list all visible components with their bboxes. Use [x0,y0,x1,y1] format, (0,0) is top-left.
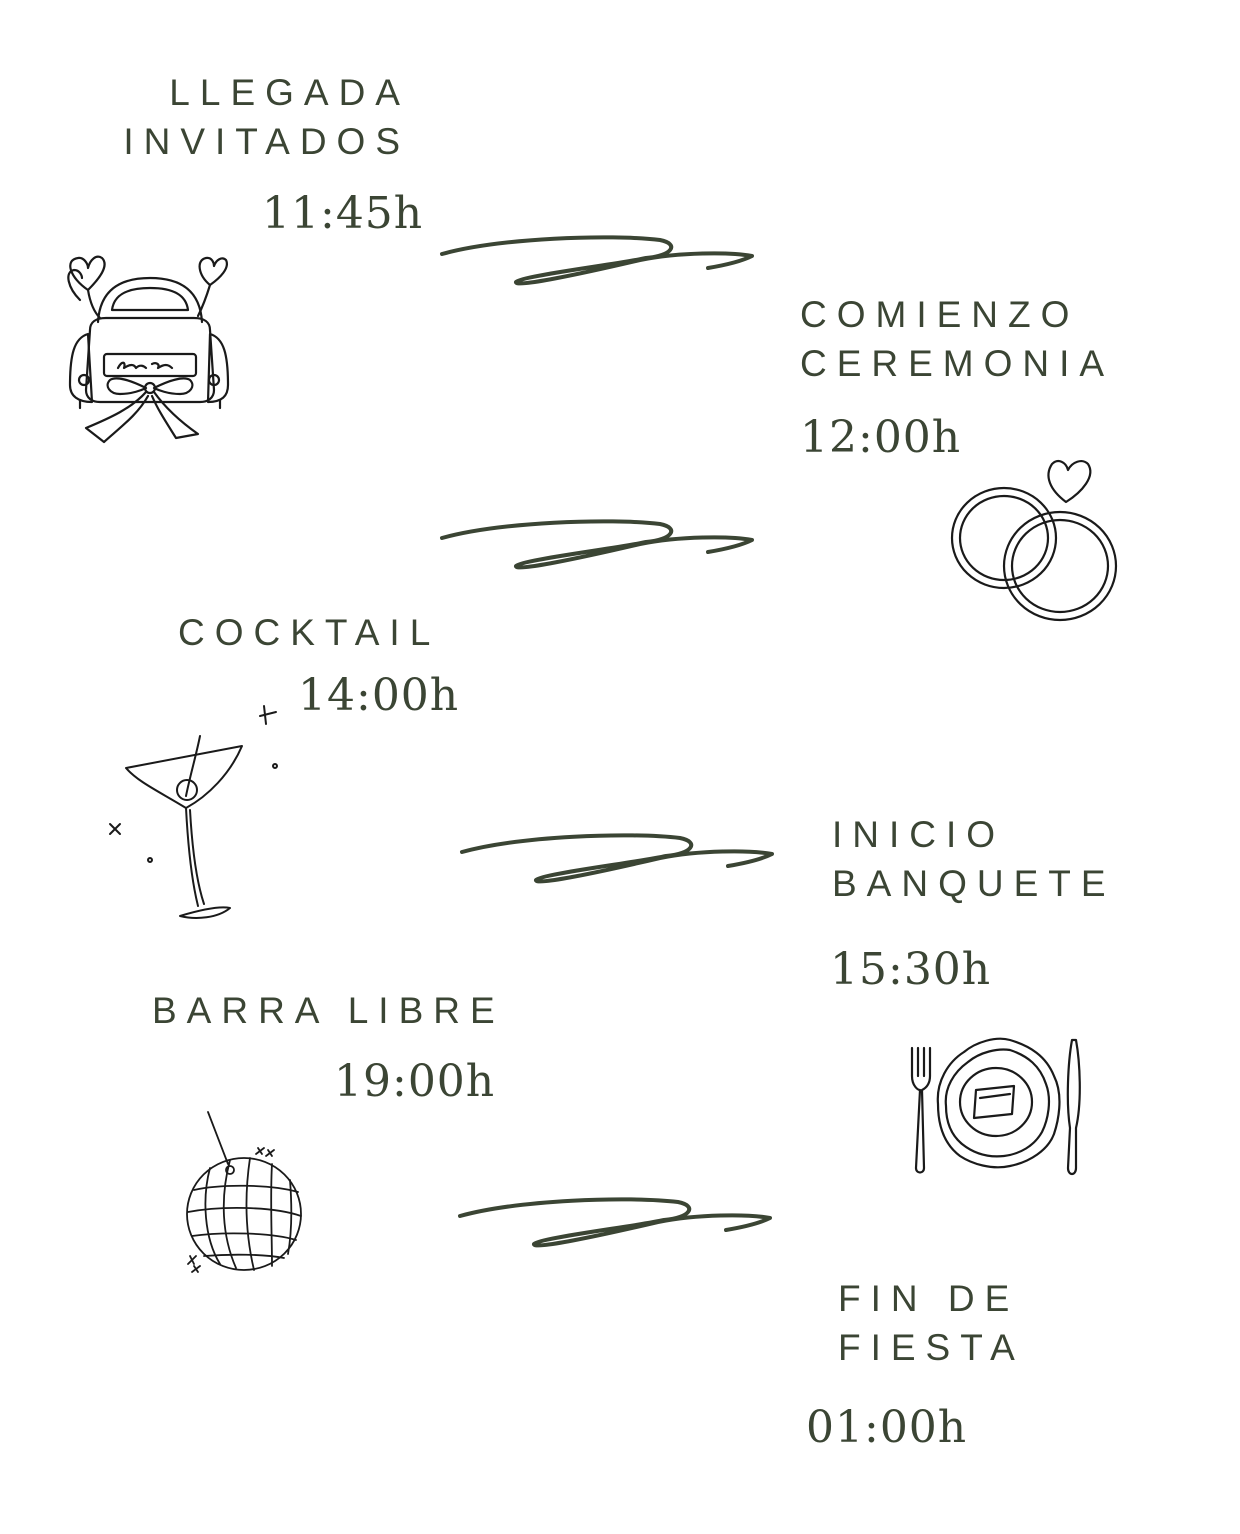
event-title-comienzo: COMIENZO CEREMONIA [800,294,1115,384]
event-time-cocktail: 14:00h [298,670,460,721]
event-title-banquete: INICIO BANQUETE [832,814,1116,904]
cocktail-glass-icon [100,696,290,926]
event-title-barra-libre: BARRA LIBRE [152,990,505,1031]
event-time-fin-fiesta: 01:00h [806,1402,968,1453]
event-title-llegada: LLEGADA INVITADOS [123,72,410,162]
event-title-fin-fiesta: FIN DE FIESTA [838,1278,1025,1368]
event-time-barra-libre: 19:00h [334,1056,496,1107]
rings-icon [940,452,1125,632]
wedding-car-icon [60,230,235,445]
timeline-connector [460,830,780,886]
timeline-connector [440,232,760,288]
event-title-cocktail: COCKTAIL [178,612,441,653]
timeline-connector [458,1194,778,1250]
event-time-banquete: 15:30h [830,944,992,995]
place-setting-icon [906,1032,1096,1182]
event-time-comienzo: 12:00h [800,412,962,463]
timeline-connector [440,516,760,572]
disco-ball-icon [180,1108,310,1276]
event-time-llegada: 11:45h [262,188,424,239]
